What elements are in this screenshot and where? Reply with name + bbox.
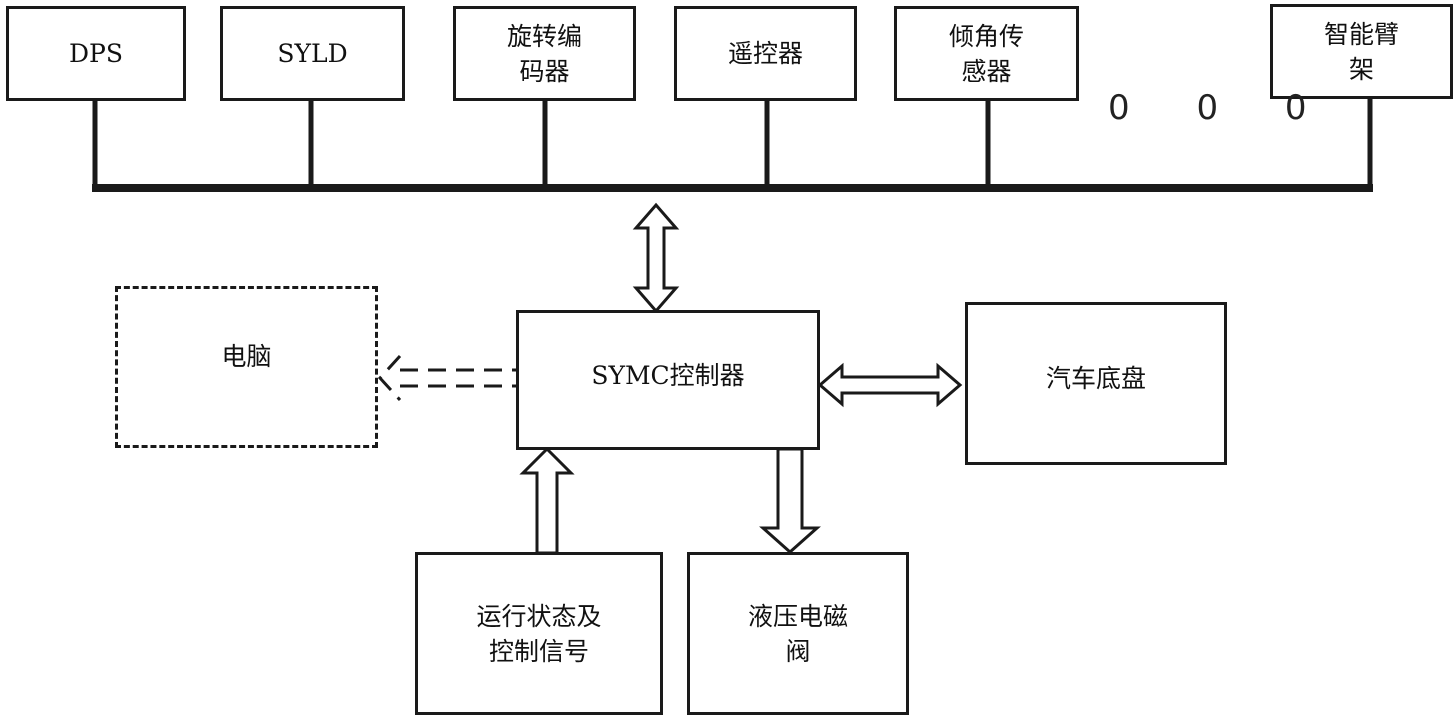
controller-computer-arrow xyxy=(377,354,516,402)
device-label-dps: DPS xyxy=(69,39,123,68)
device-box-rotary-encoder: 旋转编 码器 xyxy=(453,6,636,101)
device-label-remote-control: 遥控器 xyxy=(727,39,803,68)
hydraulic-valve-box: 液压电磁 阀 xyxy=(687,552,909,715)
device-label-syld: SYLD xyxy=(277,39,348,68)
device-box-syld: SYLD xyxy=(220,6,405,101)
status-controller-arrow xyxy=(519,446,575,555)
device-box-tilt-sensor: 倾角传 感器 xyxy=(894,6,1079,101)
status-signals-box: 运行状态及 控制信号 xyxy=(415,552,663,715)
device-box-dps: DPS xyxy=(6,6,186,101)
device-label-tilt-sensor: 倾角传 感器 xyxy=(948,21,1024,86)
hydraulic-valve-label: 液压电磁 阀 xyxy=(747,601,848,666)
more-devices-ellipsis: 0 0 0 xyxy=(1108,88,1335,128)
computer-label: 电脑 xyxy=(221,341,272,371)
device-box-remote-control: 遥控器 xyxy=(674,6,857,101)
controller-box: SYMC控制器 xyxy=(516,310,820,450)
controller-valve-arrow xyxy=(759,447,821,555)
device-box-smart-boom: 智能臂 架 xyxy=(1270,4,1453,99)
status-signals-label: 运行状态及 控制信号 xyxy=(476,601,602,666)
controller-label: SYMC控制器 xyxy=(591,360,745,390)
device-label-rotary-encoder: 旋转编 码器 xyxy=(506,21,582,86)
chassis-box: 汽车底盘 xyxy=(965,302,1227,465)
device-label-smart-boom: 智能臂 架 xyxy=(1323,19,1399,84)
bus-controller-arrow xyxy=(632,202,680,314)
chassis-label: 汽车底盘 xyxy=(1045,364,1146,393)
computer-box: 电脑 xyxy=(115,286,378,448)
controller-chassis-arrow xyxy=(817,362,963,408)
